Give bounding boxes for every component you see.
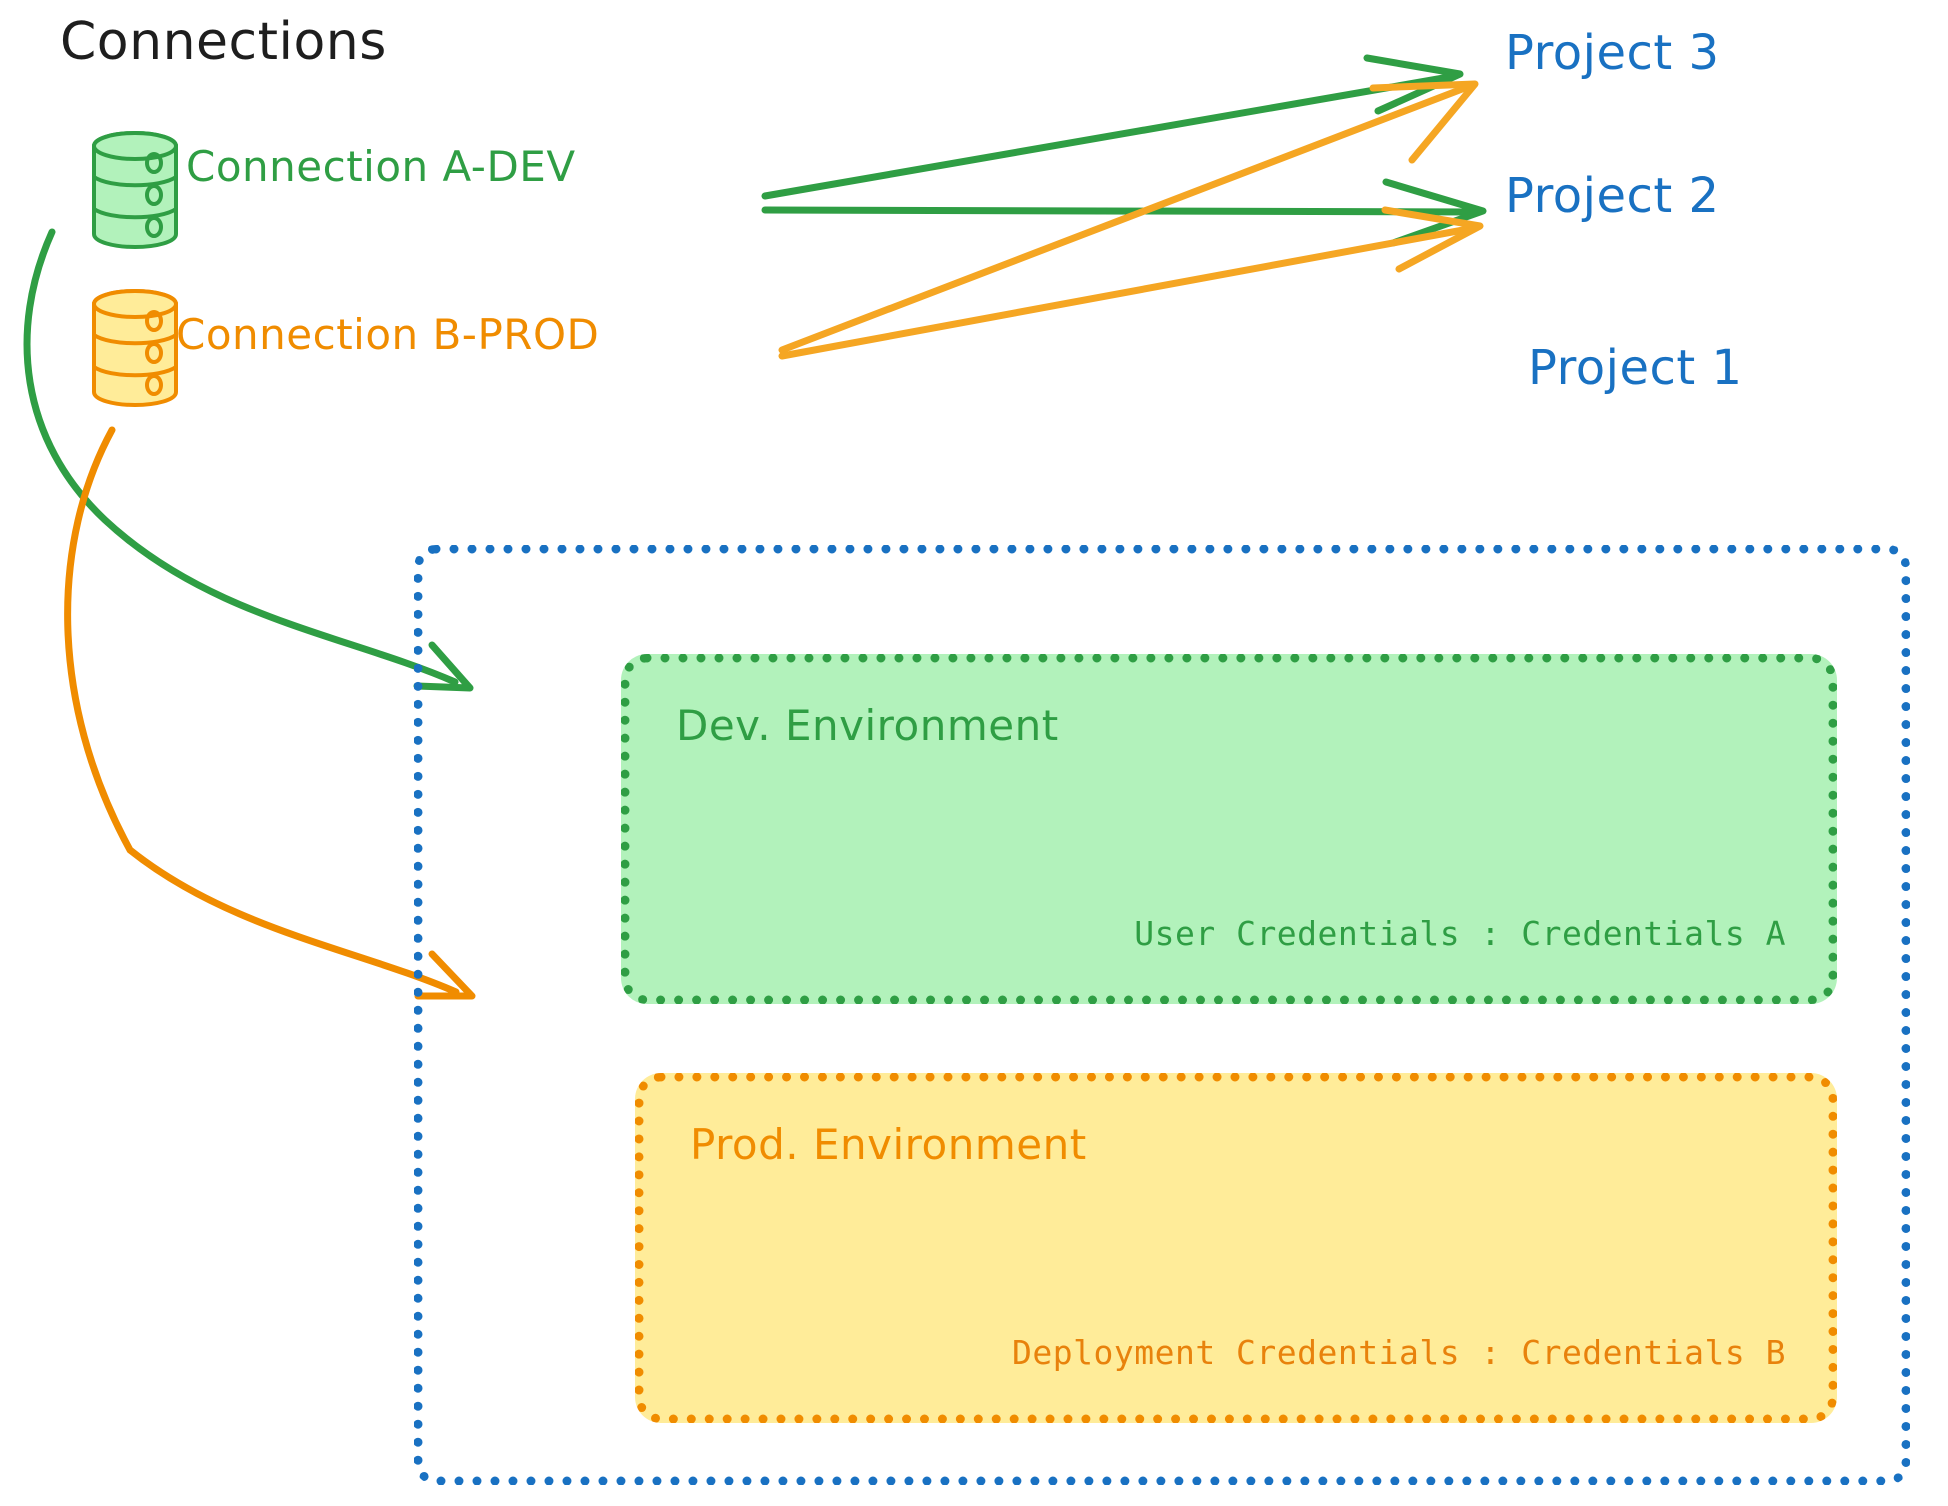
edge-conn-a-to-project-2 (761, 178, 1487, 247)
connection-b-prod-label: Connection B-PROD (176, 310, 600, 359)
prod-environment-box: Prod. Environment Deployment Credentials… (635, 1073, 1837, 1423)
project-1-label: Project 1 (1528, 340, 1743, 396)
project-3-label: Project 3 (1505, 25, 1720, 81)
prod-environment-credentials: Deployment Credentials : Credentials B (1012, 1333, 1786, 1372)
page-title: Connections (60, 12, 387, 72)
database-icon (88, 288, 182, 408)
edge-conn-b-to-prod-environment (64, 426, 476, 1000)
dev-environment-box: Dev. Environment User Credentials : Cred… (621, 654, 1837, 1004)
connection-a-dev-label: Connection A-DEV (186, 142, 576, 191)
dev-environment-credentials: User Credentials : Credentials A (1134, 914, 1786, 953)
prod-environment-title: Prod. Environment (690, 1120, 1087, 1169)
edge-conn-b-to-project-3 (778, 80, 1479, 354)
project-1-container (414, 545, 1910, 1485)
edge-conn-b-to-project-2 (778, 206, 1484, 360)
dev-environment-title: Dev. Environment (676, 701, 1059, 750)
edge-conn-a-to-project-3 (761, 54, 1464, 200)
project-2-label: Project 2 (1505, 168, 1720, 224)
database-icon (88, 130, 182, 250)
